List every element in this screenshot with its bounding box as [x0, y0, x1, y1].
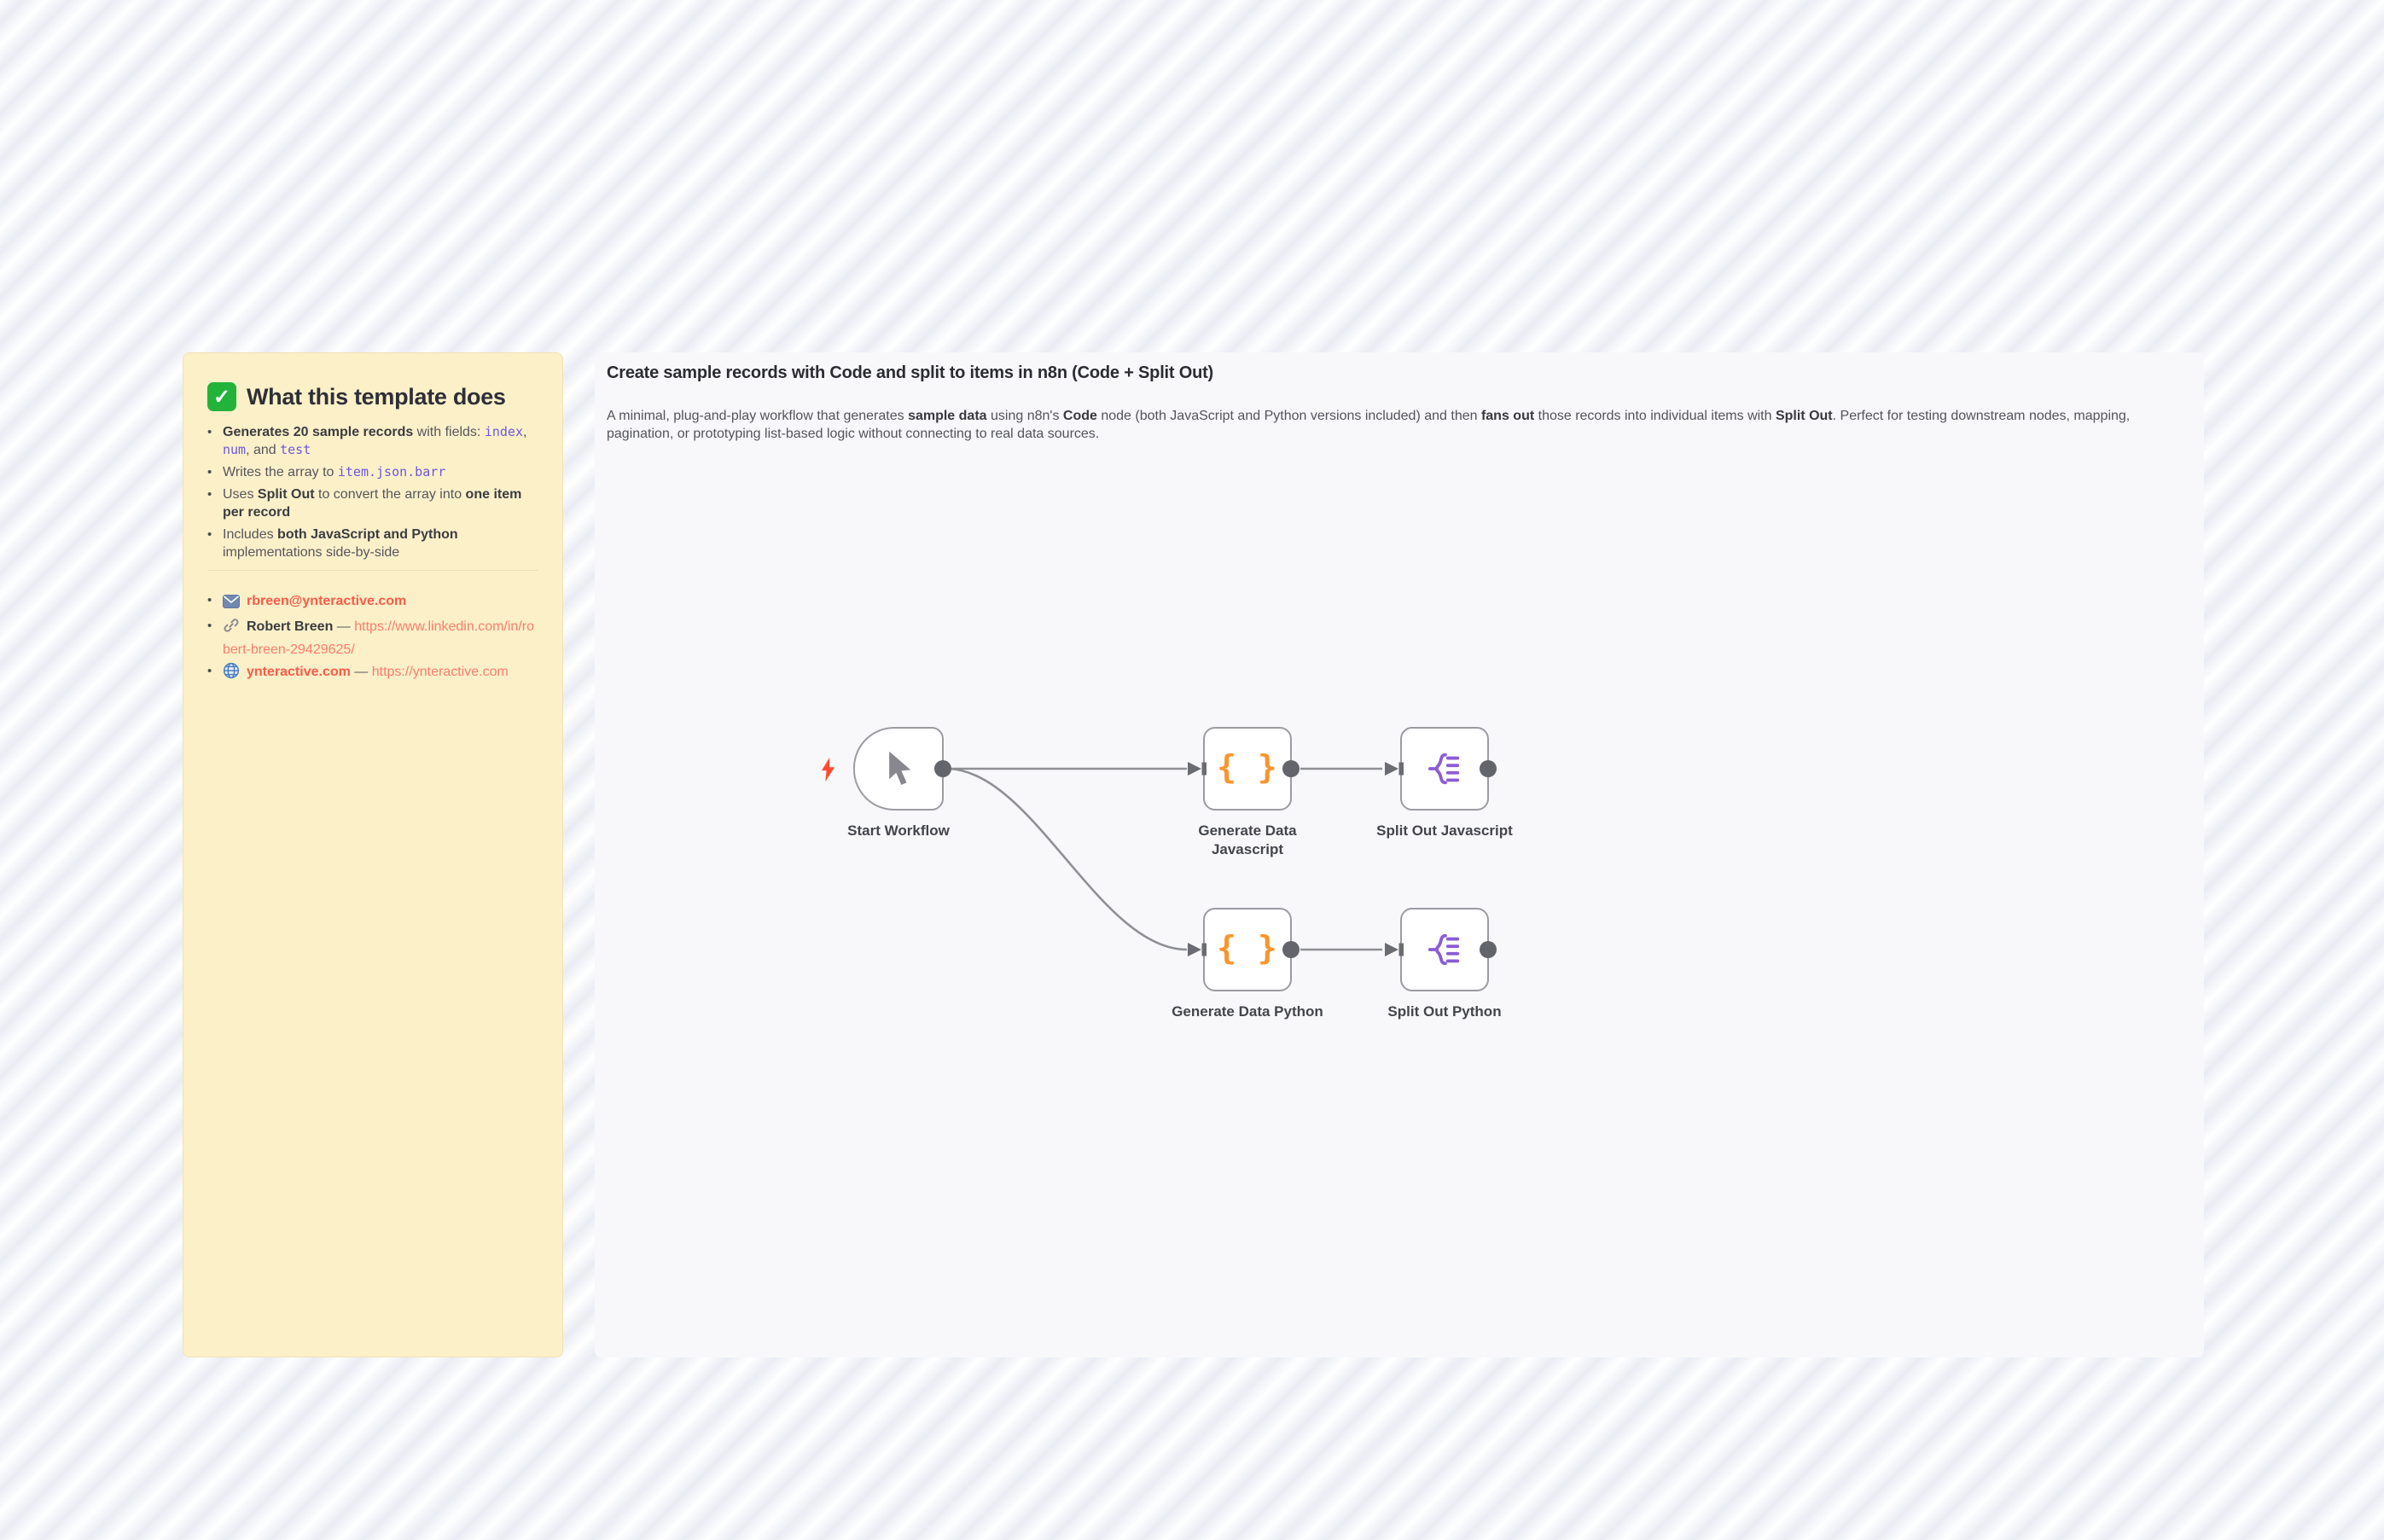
lightning-bolt-icon	[822, 758, 835, 782]
note-title-text: What this template does	[247, 383, 506, 410]
globe-icon	[223, 662, 240, 685]
node-label: Split Out Javascript	[1376, 822, 1513, 839]
bullet-dot: •	[207, 593, 212, 607]
website-url-link[interactable]: https://ynteractive.com	[371, 665, 509, 679]
note-bullet: • Includes both JavaScript and Python im…	[207, 526, 538, 561]
output-connector[interactable]	[1282, 941, 1300, 958]
node-generate-data-javascript[interactable]: { }	[1188, 727, 1300, 811]
split-out-icon	[1427, 753, 1460, 785]
node-split-out-python[interactable]	[1385, 908, 1497, 991]
output-connector[interactable]	[1480, 941, 1497, 958]
node-generate-data-python[interactable]: { }	[1188, 908, 1300, 991]
node-label: Start Workflow	[847, 822, 950, 839]
workflow-description: A minimal, plug-and-play workflow that g…	[607, 409, 2134, 441]
bullet-dot: •	[207, 465, 212, 479]
note-bullet: • Uses Split Out to convert the array in…	[207, 485, 538, 521]
bullet-dot: •	[207, 527, 212, 542]
website-link[interactable]: ynteractive.com	[247, 665, 351, 679]
connection-lines	[948, 767, 1382, 951]
workflow-heading: Create sample records with Code and spli…	[607, 363, 1214, 382]
output-connector[interactable]	[1480, 760, 1497, 777]
output-connector[interactable]	[1282, 760, 1300, 777]
email-icon	[223, 595, 240, 614]
note-bullet: • Generates 20 sample records with field…	[207, 423, 538, 459]
code-icon: { }	[1217, 748, 1278, 786]
input-connector[interactable]	[1187, 941, 1208, 958]
output-connector[interactable]	[934, 760, 951, 777]
bullet-text: Generates 20 sample records with fields:…	[223, 424, 531, 457]
contact-row: • ynteractive.com — https://ynteractive.…	[207, 662, 538, 685]
contact-text: Robert Breen — https://www.linkedin.com/…	[223, 617, 538, 660]
node-label: Generate Data Python	[1172, 1003, 1323, 1020]
bullet-dot: •	[207, 619, 212, 633]
split-out-icon	[1427, 933, 1460, 966]
bullet-dot: •	[207, 425, 212, 439]
linkedin-link[interactable]: https://www.linkedin.com/in/robert-breen…	[223, 619, 534, 657]
cursor-icon	[889, 751, 911, 785]
sticky-note[interactable]: ✓ What this template does • Generates 20…	[183, 352, 563, 1357]
node-split-out-javascript[interactable]	[1385, 727, 1497, 811]
contact-row: • Robert Breen — https://www.linkedin.co…	[207, 617, 538, 660]
workflow-canvas[interactable]: Create sample records with Code and spli…	[595, 352, 2204, 1357]
link-icon	[223, 617, 240, 640]
node-label: Generate Data Javascript	[1198, 822, 1297, 857]
note-bullet: • Writes the array to item.json.barr	[207, 463, 538, 481]
code-icon: { }	[1217, 929, 1278, 967]
input-connector[interactable]	[1384, 941, 1405, 958]
bullet-dot: •	[207, 664, 212, 678]
contact-text: rbreen@ynteractive.com	[223, 591, 406, 614]
bullet-dot: •	[207, 487, 212, 502]
contact-name: Robert Breen	[247, 619, 334, 634]
contact-row: • rbreen@ynteractive.com	[207, 591, 538, 614]
node-label: Split Out Python	[1387, 1003, 1502, 1020]
bullet-text: Uses Split Out to convert the array into…	[223, 487, 526, 520]
contact-text: ynteractive.com — https://ynteractive.co…	[223, 662, 509, 685]
bullet-text: Includes both JavaScript and Python impl…	[223, 527, 462, 560]
note-title: ✓ What this template does	[207, 382, 538, 411]
input-connector[interactable]	[1187, 760, 1208, 777]
input-connector[interactable]	[1384, 760, 1405, 777]
bullet-text: Writes the array to item.json.barr	[223, 464, 446, 479]
email-link[interactable]: rbreen@ynteractive.com	[247, 594, 407, 608]
node-start-workflow[interactable]	[853, 727, 951, 811]
note-divider	[207, 570, 538, 571]
check-icon: ✓	[207, 382, 236, 411]
